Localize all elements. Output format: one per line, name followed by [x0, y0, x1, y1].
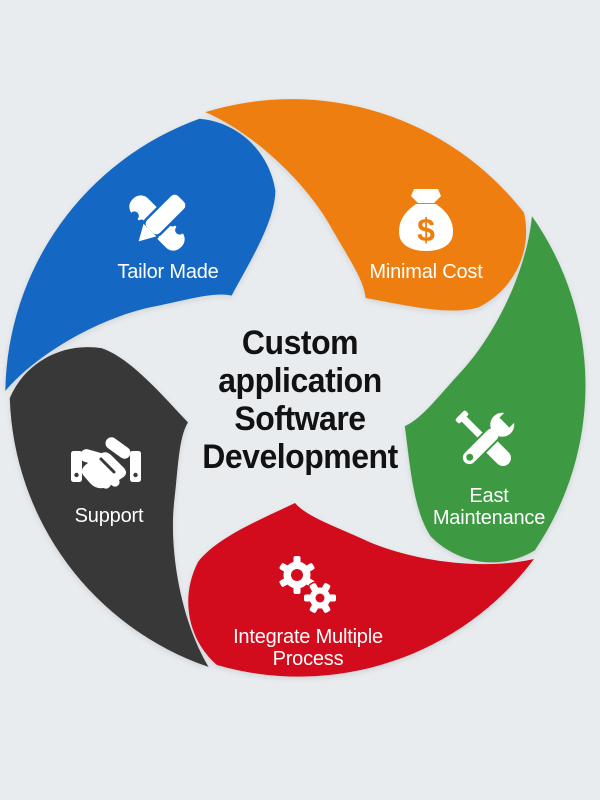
petal-east-maintenance [404, 216, 586, 563]
segment-label-tailor-made: Tailor Made [117, 261, 219, 283]
petal-integrate-multiple-process [188, 503, 534, 677]
title-line-1: Custom [241, 324, 359, 362]
gears-icon [267, 548, 347, 628]
petal-support [9, 347, 209, 667]
wrench-screwdriver-icon [446, 401, 526, 481]
title-line-4: Development [202, 438, 398, 476]
svg-text:$: $ [417, 212, 435, 248]
segment-label-east-maintenance: East Maintenance [432, 485, 546, 529]
handshake-icon [66, 426, 146, 506]
petal-minimal-cost [205, 99, 527, 311]
segment-label-minimal-cost: Minimal Cost [369, 261, 483, 283]
petal-tailor-made [5, 118, 276, 391]
title-line-3: Software [234, 400, 366, 438]
money-bag-icon: $ [386, 181, 466, 261]
page-title: Custom application Software Development [168, 324, 431, 476]
segment-label-support: Support [74, 505, 144, 527]
segment-label-integrate-multiple-process: Integrate Multiple Process [233, 626, 383, 670]
pencil-ruler-icon [117, 183, 197, 263]
title-line-2: application [218, 362, 382, 400]
